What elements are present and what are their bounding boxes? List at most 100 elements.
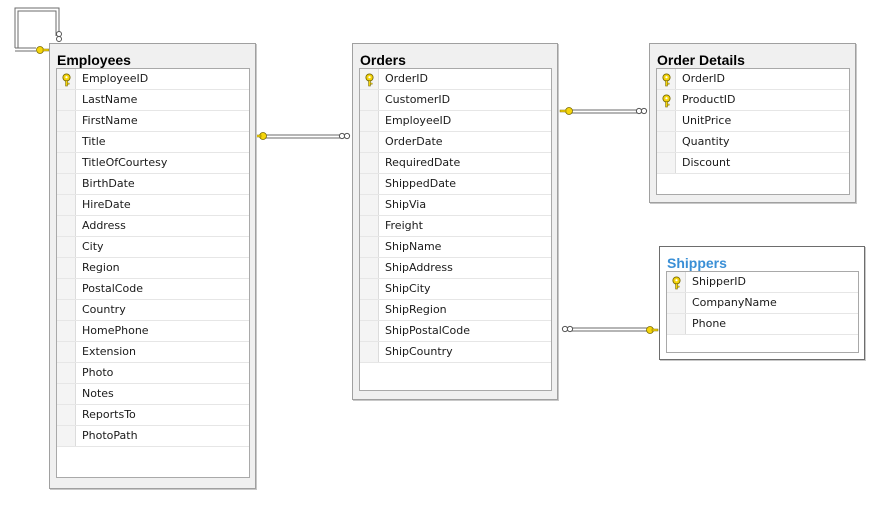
column-name: CompanyName	[692, 296, 777, 309]
row-selector[interactable]	[360, 153, 379, 173]
column-row[interactable]: ShipVia	[360, 195, 551, 216]
column-row[interactable]: ShipperID	[667, 272, 858, 293]
column-row[interactable]: CompanyName	[667, 293, 858, 314]
row-selector[interactable]	[57, 384, 76, 404]
row-selector[interactable]	[57, 300, 76, 320]
column-row[interactable]: ReportsTo	[57, 405, 249, 426]
row-selector[interactable]	[360, 195, 379, 215]
column-row[interactable]: EmployeeID	[57, 69, 249, 90]
column-row[interactable]: ShipAddress	[360, 258, 551, 279]
row-selector[interactable]	[657, 153, 676, 173]
row-selector[interactable]	[360, 258, 379, 278]
column-row[interactable]: OrderID	[657, 69, 849, 90]
column-row[interactable]: PhotoPath	[57, 426, 249, 447]
column-row[interactable]: TitleOfCourtesy	[57, 153, 249, 174]
row-selector[interactable]	[57, 279, 76, 299]
row-selector[interactable]	[57, 111, 76, 131]
row-selector[interactable]	[667, 293, 686, 313]
row-selector[interactable]	[57, 321, 76, 341]
row-selector[interactable]	[57, 258, 76, 278]
row-selector[interactable]	[57, 342, 76, 362]
column-row[interactable]: FirstName	[57, 111, 249, 132]
column-name: UnitPrice	[682, 114, 732, 127]
row-selector[interactable]	[360, 279, 379, 299]
column-name: Photo	[82, 366, 114, 379]
row-selector[interactable]	[57, 174, 76, 194]
column-row[interactable]: ProductID	[657, 90, 849, 111]
row-selector[interactable]	[57, 69, 76, 89]
column-name: Title	[82, 135, 106, 148]
row-selector[interactable]	[360, 69, 379, 89]
column-row[interactable]: ShippedDate	[360, 174, 551, 195]
column-row[interactable]: Freight	[360, 216, 551, 237]
column-row[interactable]: Address	[57, 216, 249, 237]
column-name: ReportsTo	[82, 408, 136, 421]
column-row[interactable]: Extension	[57, 342, 249, 363]
column-row[interactable]: Quantity	[657, 132, 849, 153]
row-selector[interactable]	[657, 111, 676, 131]
row-selector[interactable]	[360, 90, 379, 110]
column-row[interactable]: UnitPrice	[657, 111, 849, 132]
column-row[interactable]: HomePhone	[57, 321, 249, 342]
column-row[interactable]: PostalCode	[57, 279, 249, 300]
column-row[interactable]: Region	[57, 258, 249, 279]
column-name: Region	[82, 261, 120, 274]
column-row[interactable]: ShipCity	[360, 279, 551, 300]
column-name: FirstName	[82, 114, 138, 127]
row-selector[interactable]	[57, 405, 76, 425]
row-selector[interactable]	[667, 314, 686, 334]
row-selector[interactable]	[360, 300, 379, 320]
column-row[interactable]: BirthDate	[57, 174, 249, 195]
row-selector[interactable]	[360, 321, 379, 341]
row-selector[interactable]	[657, 132, 676, 152]
row-selector[interactable]	[57, 195, 76, 215]
row-selector[interactable]	[57, 363, 76, 383]
row-selector[interactable]	[57, 153, 76, 173]
row-selector[interactable]	[360, 237, 379, 257]
column-row[interactable]: ShipPostalCode	[360, 321, 551, 342]
row-selector[interactable]	[57, 216, 76, 236]
column-row[interactable]: Photo	[57, 363, 249, 384]
column-row[interactable]: Phone	[667, 314, 858, 335]
column-row[interactable]: City	[57, 237, 249, 258]
column-row[interactable]: Discount	[657, 153, 849, 174]
column-row[interactable]: CustomerID	[360, 90, 551, 111]
table-title: Orders	[360, 52, 406, 68]
row-selector[interactable]	[360, 132, 379, 152]
column-row[interactable]: HireDate	[57, 195, 249, 216]
relationship-orders-orderdetails[interactable]	[559, 107, 648, 115]
row-selector[interactable]	[360, 342, 379, 362]
relationship-employees-orders[interactable]	[255, 132, 351, 140]
column-row[interactable]: EmployeeID	[360, 111, 551, 132]
column-name: ShipCity	[385, 282, 431, 295]
row-selector[interactable]	[360, 216, 379, 236]
relationship-shippers-orders[interactable]	[561, 325, 659, 334]
column-row[interactable]: OrderID	[360, 69, 551, 90]
column-row[interactable]: RequiredDate	[360, 153, 551, 174]
row-selector[interactable]	[57, 132, 76, 152]
column-row[interactable]: ShipRegion	[360, 300, 551, 321]
row-selector[interactable]	[657, 90, 676, 110]
row-selector[interactable]	[57, 90, 76, 110]
column-row[interactable]: OrderDate	[360, 132, 551, 153]
column-row[interactable]: ShipCountry	[360, 342, 551, 363]
column-name: City	[82, 240, 104, 253]
column-row[interactable]: Title	[57, 132, 249, 153]
column-name: ShipPostalCode	[385, 324, 470, 337]
row-selector[interactable]	[657, 69, 676, 89]
row-selector[interactable]	[57, 426, 76, 446]
row-selector[interactable]	[360, 174, 379, 194]
row-selector[interactable]	[667, 272, 686, 292]
column-row[interactable]: Notes	[57, 384, 249, 405]
column-row[interactable]: Country	[57, 300, 249, 321]
column-row[interactable]: LastName	[57, 90, 249, 111]
column-row[interactable]: ShipName	[360, 237, 551, 258]
row-selector[interactable]	[57, 237, 76, 257]
row-selector[interactable]	[360, 111, 379, 131]
